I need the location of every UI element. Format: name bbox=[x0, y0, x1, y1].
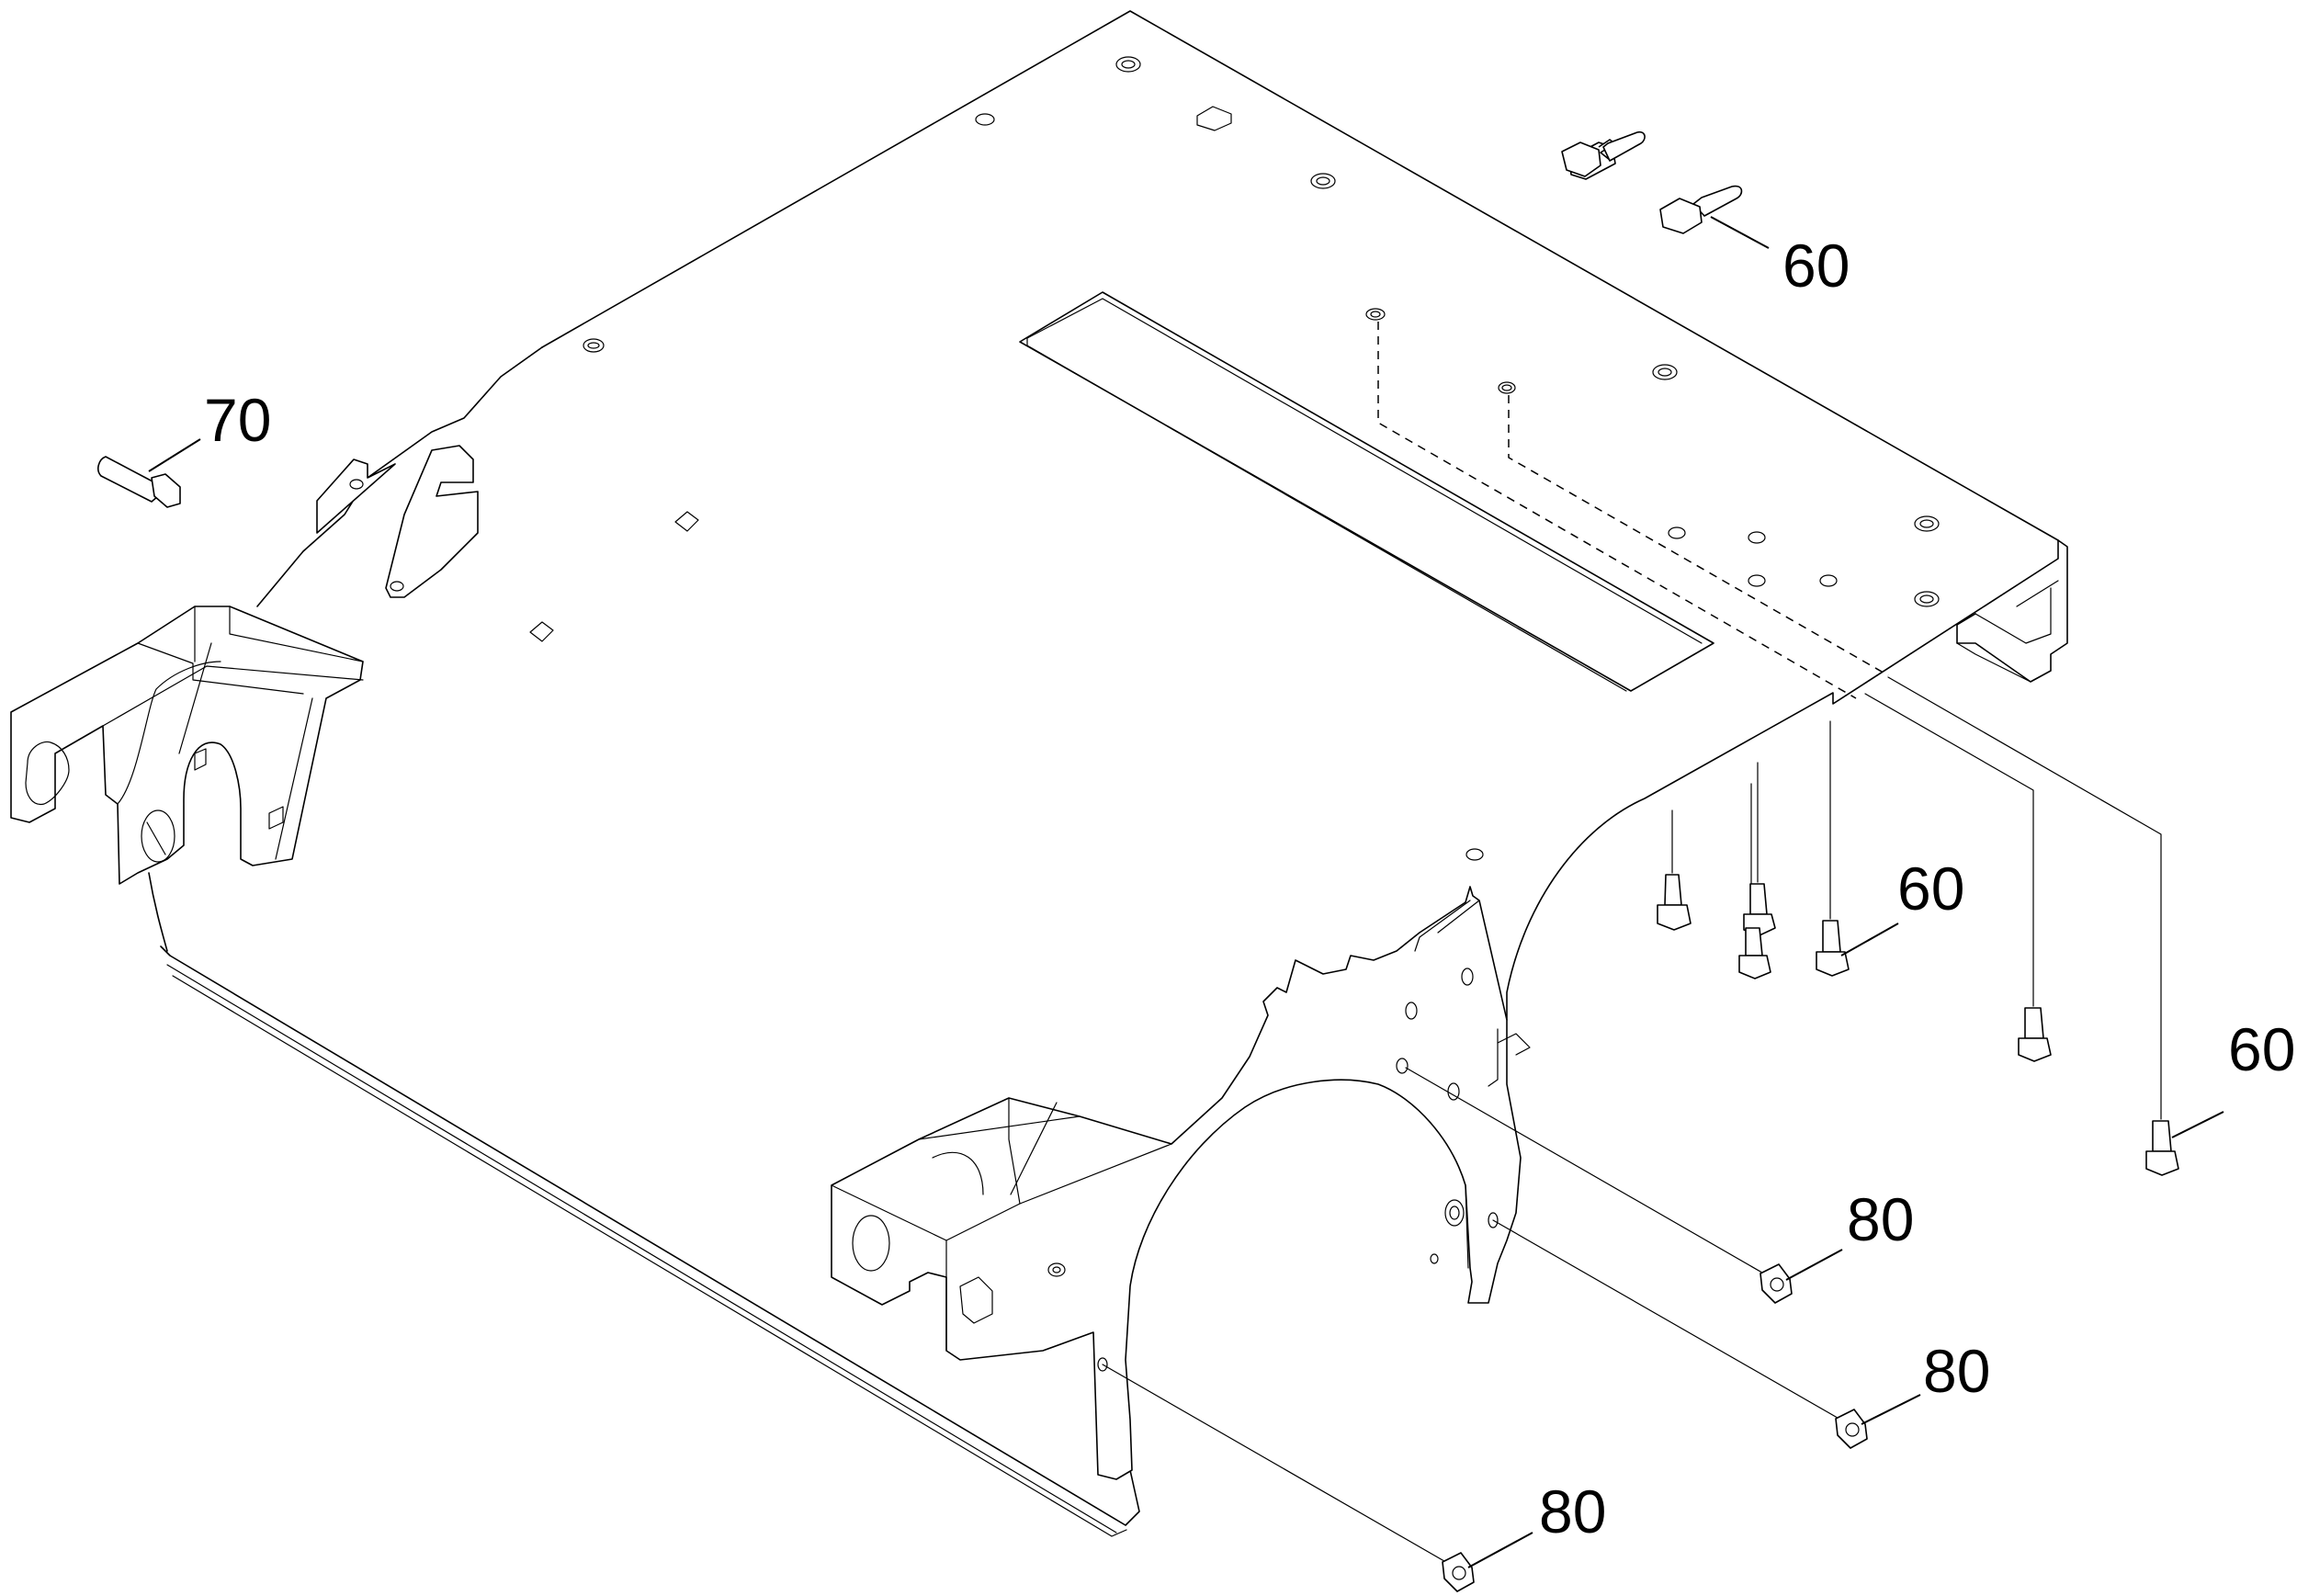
bolts-60-bottom bbox=[1657, 676, 2179, 1176]
callout-60-top: 60 bbox=[1710, 216, 1850, 300]
callout-label: 80 bbox=[1539, 1477, 1606, 1545]
screws-80 bbox=[1102, 1067, 1868, 1592]
right-bracket bbox=[831, 886, 1531, 1480]
left-bracket bbox=[10, 445, 479, 885]
callout-80-upper: 80 bbox=[1785, 1185, 1914, 1281]
callout-70: 70 bbox=[148, 386, 271, 472]
bolts-60-top bbox=[1561, 130, 1743, 234]
callout-label: 60 bbox=[2228, 1015, 2295, 1083]
callout-label: 70 bbox=[204, 386, 271, 454]
callout-60-middle: 60 bbox=[1840, 855, 1964, 956]
callout-label: 60 bbox=[1897, 855, 1964, 923]
hex-bolt-icon bbox=[1659, 185, 1743, 234]
callout-80-bottom: 80 bbox=[1467, 1477, 1606, 1568]
hex-bolt-icon bbox=[1561, 130, 1646, 180]
callout-60-right: 60 bbox=[2171, 1015, 2295, 1138]
bolt-70 bbox=[97, 456, 181, 508]
callout-80-middle: 80 bbox=[1861, 1337, 1990, 1425]
callout-label: 80 bbox=[1923, 1337, 1990, 1405]
callout-label: 60 bbox=[1782, 232, 1850, 300]
deck-plate bbox=[148, 10, 2068, 1537]
callout-label: 80 bbox=[1847, 1185, 1914, 1253]
